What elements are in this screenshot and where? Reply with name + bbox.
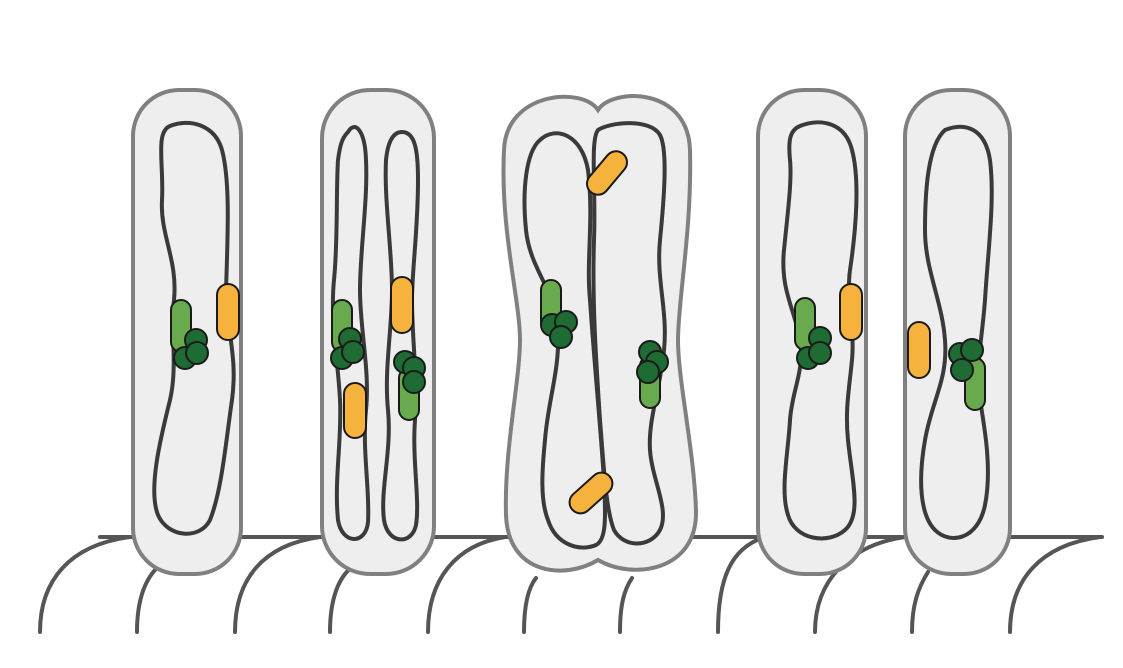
cell-2-orange-rod [343, 382, 367, 439]
cell-2-chromosome-left [330, 125, 371, 541]
cell-3-orange-rod [568, 471, 614, 515]
substrate-arc-3 [233, 535, 322, 634]
cell-3-membrane [501, 94, 699, 573]
substrate-arc-4 [328, 565, 354, 634]
cell-2-chromosome-right [381, 130, 420, 542]
cell-5-green-ball [950, 358, 974, 382]
cell-4-orange-rod [839, 283, 863, 341]
substrate-arc-5 [426, 535, 507, 634]
cell-2-orange-rod [390, 276, 414, 334]
substrate-arc-8 [716, 535, 767, 634]
cell-3-green-ball [636, 360, 660, 384]
cell-5 [903, 88, 1012, 576]
cell-2-green-ball [341, 340, 365, 364]
cell-5-membrane [903, 88, 1012, 576]
cell-4-chromosome [781, 120, 859, 541]
substrate-arc-6 [522, 576, 538, 634]
cell-3-chromosome-right [591, 121, 667, 546]
cell-3-green-ball [549, 325, 573, 349]
cell-5-green-ball [960, 338, 984, 362]
substrate-arc-11 [1008, 535, 1102, 634]
cell-2 [320, 88, 436, 576]
cell-3-orange-rod [586, 150, 628, 196]
substrate-arc-7 [618, 576, 634, 634]
cell-2-green-ball [402, 370, 426, 394]
cell-3-dividing [501, 94, 699, 573]
cell-1-chromosome [152, 120, 236, 536]
substrate-arc-10 [910, 570, 930, 634]
substrate-arc-1 [38, 535, 132, 634]
cell-5-orange-rod [907, 321, 931, 379]
cell-5-chromosome [919, 124, 994, 540]
cell-4-green-ball [808, 341, 832, 365]
cell-1-orange-rod [216, 283, 240, 341]
cell-2-membrane [320, 88, 436, 576]
cell-1 [131, 88, 243, 576]
cell-1-green-ball [185, 341, 209, 365]
substrate-arc-2 [135, 563, 162, 634]
cell-4 [756, 88, 868, 576]
